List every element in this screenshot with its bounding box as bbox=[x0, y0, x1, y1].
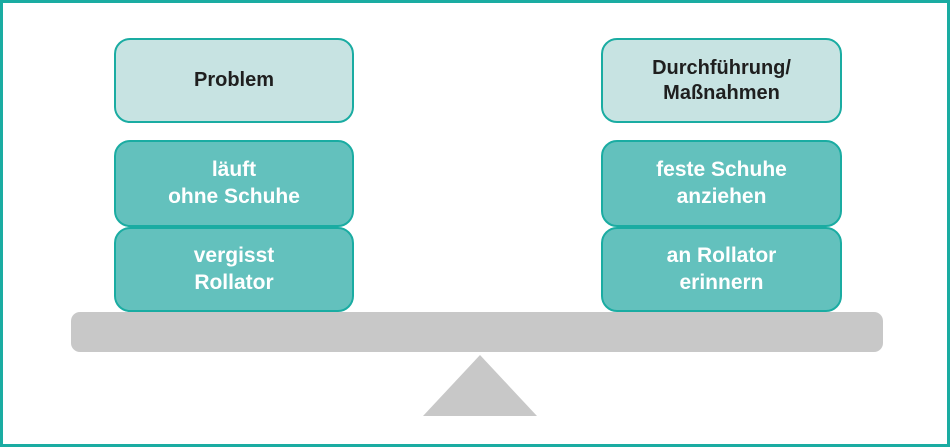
problem-item-2: vergisst Rollator bbox=[114, 227, 354, 312]
measures-item-1: feste Schuhe anziehen bbox=[601, 140, 842, 227]
problem-header: Problem bbox=[114, 38, 354, 123]
problem-item-1: läuft ohne Schuhe bbox=[114, 140, 354, 227]
measures-item-2: an Rollator erinnern bbox=[601, 227, 842, 312]
measures-header: Durchführung/ Maßnahmen bbox=[601, 38, 842, 123]
balance-beam bbox=[71, 312, 883, 352]
fulcrum-triangle bbox=[423, 355, 537, 416]
